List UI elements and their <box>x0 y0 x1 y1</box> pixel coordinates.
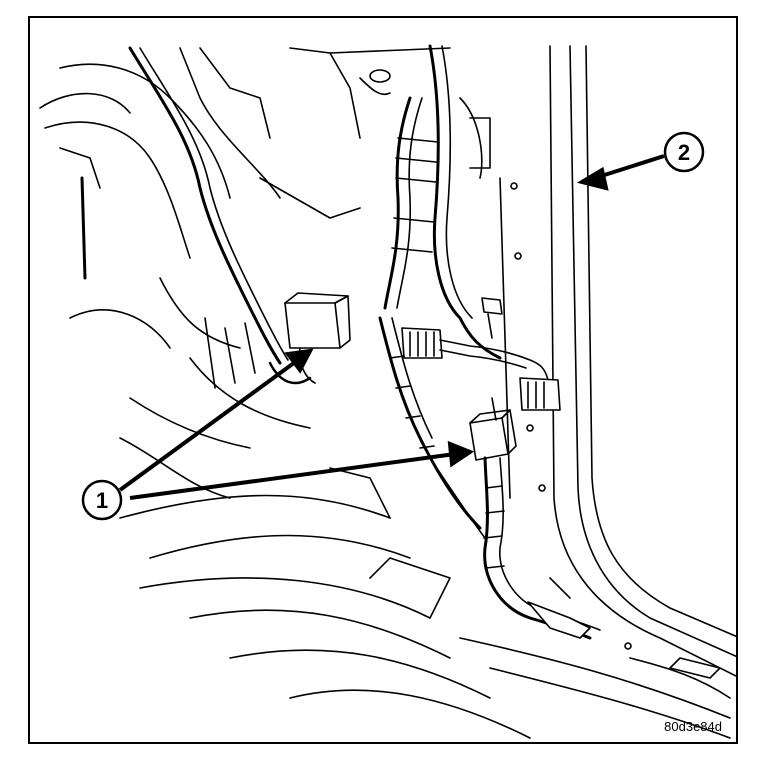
illustration-frame: 1 2 80d3e84d <box>28 16 738 744</box>
wiring-harness-illustration: 1 2 <box>39 44 736 739</box>
inner-panel-edge <box>179 47 281 199</box>
leader-lines <box>118 154 665 500</box>
connector-right <box>519 377 561 411</box>
callout-1-label: 1 <box>96 488 108 513</box>
harness-center <box>428 44 502 360</box>
callout-1 <box>81 479 123 521</box>
wheelhouse-outline <box>59 63 231 199</box>
callout-2 <box>663 131 705 173</box>
connector-mid <box>401 327 549 381</box>
pillar-2 <box>569 45 736 658</box>
connector-center <box>469 409 517 461</box>
harness-left <box>128 46 282 365</box>
floor-rib <box>119 494 391 519</box>
callout-2-label: 2 <box>678 140 690 165</box>
figure-code: 80d3e84d <box>664 719 722 734</box>
connector-left <box>284 292 351 384</box>
